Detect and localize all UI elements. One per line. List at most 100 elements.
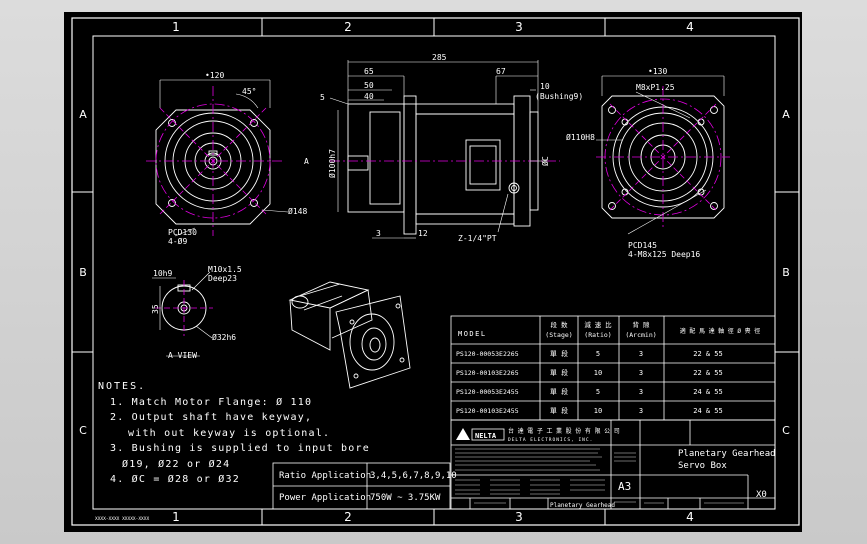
row-label-a-left: A <box>79 108 87 121</box>
title-block <box>450 419 776 510</box>
table-cell: 22 & 55 <box>693 369 723 377</box>
front-holes-label: 4-Ø9 <box>168 236 187 246</box>
side-shaft: Ø100h7 <box>327 149 337 178</box>
table-header-ratio: 減 速 比(Ratio) <box>584 320 612 339</box>
application-table <box>272 462 451 510</box>
a-view-dims <box>152 271 213 357</box>
company-name-zh: 台 達 電 子 工 業 股 份 有 限 公 司 <box>508 427 620 435</box>
row-label-b-left: B <box>79 266 87 279</box>
table-header-stage: 段 数(Stage) <box>545 320 572 339</box>
notes-line-1: 1. Match Motor Flange: Ø 110 <box>110 396 312 408</box>
row-label-c-left: C <box>79 424 87 437</box>
table-cell: 3 <box>639 407 643 415</box>
notes-title: NOTES. <box>98 381 146 392</box>
rear-bore-label: Ø110H8 <box>566 132 595 142</box>
side-bushing: (Bushing9) <box>535 92 583 101</box>
a-view-key: 10h9 <box>153 269 172 278</box>
side-d5: 5 <box>320 93 325 102</box>
side-d12: 12 <box>418 229 428 238</box>
col-label-2-bottom: 2 <box>344 510 352 524</box>
rear-holes-label: 4-M8x125 Deep16 <box>628 250 700 259</box>
side-d40: 40 <box>364 92 374 101</box>
drawing-subtitle: Servo Box <box>678 461 727 471</box>
table-cell: PS120-00053E2455 <box>456 388 519 396</box>
table-cell: 10 <box>594 369 602 377</box>
table-cell: 3 <box>639 369 643 377</box>
front-dims <box>159 79 289 237</box>
rear-thread-label: M8xP1.25 <box>636 83 675 92</box>
table-header-motor: 適 配 馬 達 軸 徑 Ø 軣 徑 <box>680 327 761 335</box>
table-cell: 單 段 <box>550 387 568 396</box>
side-d67: 67 <box>496 67 506 76</box>
col-label-1-top: 1 <box>172 20 180 34</box>
row-label-c-right: C <box>782 424 790 437</box>
notes-line-2: 2. Output shaft have keyway, <box>110 412 312 423</box>
a-view-tap: M10x1.5 <box>208 265 242 274</box>
delta-logo: NELTA <box>456 428 505 441</box>
side-dims <box>329 60 548 239</box>
table-cell: PS120-00103E2265 <box>456 369 519 377</box>
table-cell: 3 <box>639 350 643 358</box>
svg-text:NELTA: NELTA <box>475 432 497 440</box>
table-cell: 22 & 55 <box>693 350 723 358</box>
col-label-1-bottom: 1 <box>172 510 180 524</box>
side-dia-c: ØC <box>540 156 550 166</box>
sheet-size: A3 <box>618 480 631 493</box>
table-cell: 10 <box>594 407 602 415</box>
side-d10: 10 <box>540 82 550 91</box>
notes-line-6: 4. ØC = Ø28 or Ø32 <box>110 473 240 485</box>
notes-line-5: Ø19, Ø22 or Ø24 <box>122 458 230 470</box>
table-cell: PS120-00103E2455 <box>456 407 519 415</box>
front-flange-label: Ø148 <box>288 206 307 216</box>
table-cell: 24 & 55 <box>693 388 723 396</box>
table-cell: 單 段 <box>550 349 568 358</box>
front-center-lines <box>146 86 282 236</box>
a-view-deep: Deep23 <box>208 274 237 283</box>
rear-center-lines <box>596 86 730 230</box>
ratio-value: 3,4,5,6,7,8,9,10 <box>370 471 457 481</box>
table-cell: PS120-00053E2265 <box>456 350 519 358</box>
rear-dims <box>596 75 725 235</box>
revision-x0: X0 <box>756 490 767 500</box>
fine-print <box>455 448 744 504</box>
side-view <box>347 95 539 235</box>
table-cell: 24 & 55 <box>693 407 723 415</box>
model-table <box>450 315 776 421</box>
notes-line-3: with out keyway is optional. <box>128 428 330 439</box>
side-d285: 285 <box>432 53 447 62</box>
a-view-dia: Ø32h6 <box>212 332 236 342</box>
isometric-view <box>288 281 411 389</box>
table-cell: 單 段 <box>550 406 568 415</box>
power-value: 750W ~ 3.75KW <box>370 493 441 503</box>
side-plug: Z-1/4"PT <box>458 234 497 243</box>
outer-border <box>71 17 800 526</box>
company-name-en: DELTA ELECTRONICS, INC. <box>508 437 593 443</box>
side-d3: 3 <box>376 229 381 238</box>
table-header-model: MODEL <box>458 330 487 338</box>
notes-line-4: 3. Bushing is supplied to input bore <box>110 443 370 454</box>
table-cell: 單 段 <box>550 368 568 377</box>
power-label: Power Application <box>279 493 371 503</box>
col-label-2-top: 2 <box>344 20 352 34</box>
a-view-center <box>155 280 213 336</box>
side-label-a: A <box>304 157 309 166</box>
table-header-arcmin: 背 隙(Arcmin) <box>625 320 656 339</box>
ratio-label: Ratio Application <box>279 471 371 481</box>
col-label-4-bottom: 4 <box>686 510 694 524</box>
a-view-title: A VIEW <box>168 351 197 360</box>
bottom-name: Planetary Gearhead <box>550 502 615 509</box>
front-dia-label: •120 <box>205 71 224 80</box>
table-cell: 3 <box>639 388 643 396</box>
side-d50: 50 <box>364 81 374 90</box>
footer-code: XXXX-XXXX XXXXX-XXXX <box>95 516 149 522</box>
col-label-3-top: 3 <box>515 20 523 34</box>
a-view-d35: 35 <box>151 304 160 314</box>
front-pcd-label: PCD130 <box>168 228 197 237</box>
row-label-a-right: A <box>782 108 790 121</box>
front-angle-label: 45° <box>242 87 256 96</box>
rear-pcd-label: PCD145 <box>628 241 657 250</box>
rear-dia-label: •130 <box>648 67 667 76</box>
col-label-4-top: 4 <box>686 20 694 34</box>
